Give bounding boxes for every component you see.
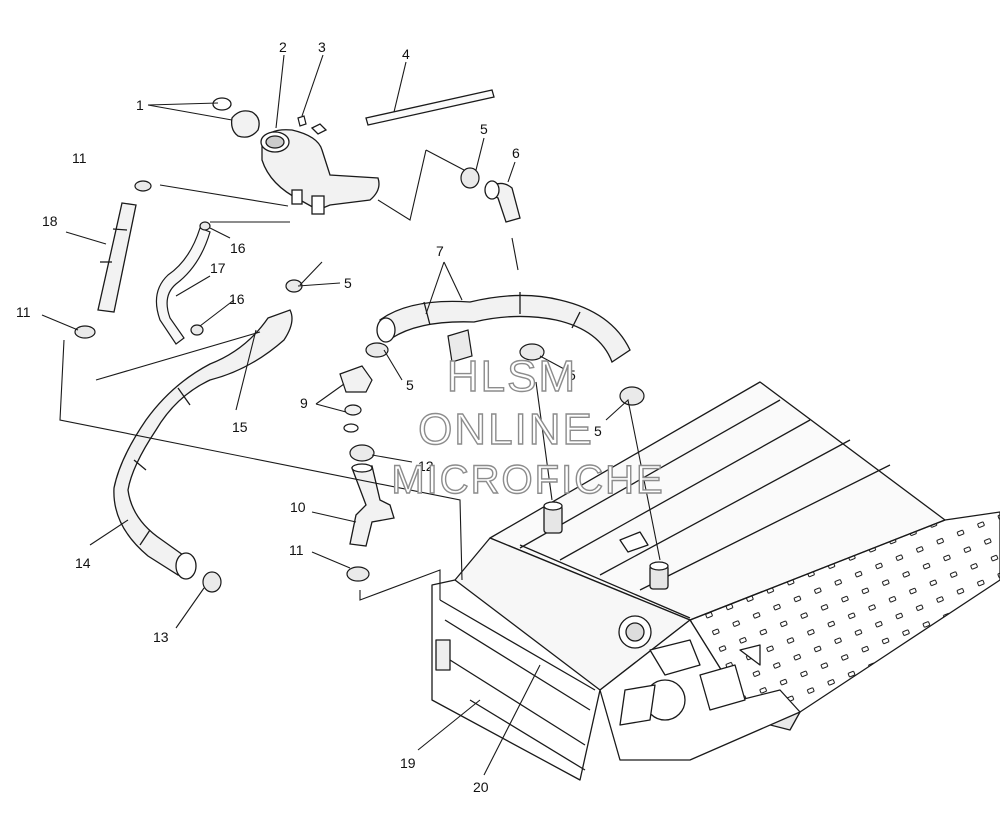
callout-18: 18 [42,213,58,229]
callout-1: 1 [136,97,144,113]
callout-19: 19 [400,755,416,771]
callout-10: 10 [290,499,306,515]
hose-7 [376,292,631,363]
callout-5a: 5 [480,121,488,137]
side-plate [599,619,801,761]
bracket [447,329,473,363]
callout-11a: 11 [72,150,87,166]
clamp-5-top [460,167,480,189]
pressure-cap [212,97,260,138]
front-cooler-panel [431,579,601,781]
clamp-5-right [519,343,545,361]
clamps [74,167,645,593]
leader-lines [41,54,661,776]
callout-16a: 16 [230,240,246,256]
callout-5c: 5 [406,377,414,393]
bolt-3 [297,115,307,127]
clamp-5-center [365,342,389,358]
callout-15: 15 [232,419,248,435]
hose-14-15 [113,309,293,580]
callout-6: 6 [512,145,520,161]
callout-labels: 1 2 3 4 5 6 11 18 16 7 17 5 16 11 5 5 9 … [16,39,602,795]
clamp-11-top [134,180,152,192]
callout-17: 17 [210,260,226,276]
clamp-12 [349,444,375,462]
hose-18 [97,202,137,313]
callout-11b: 11 [16,304,31,320]
callout-16b: 16 [229,291,245,307]
callout-2: 2 [279,39,287,55]
hose-6 [484,180,521,223]
clamp-16-top [199,221,211,231]
callout-7: 7 [436,243,444,259]
callout-4: 4 [402,46,410,62]
callout-3: 3 [318,39,326,55]
clamp-16-mid [190,324,204,336]
clamp-5-far [619,386,645,406]
callout-20: 20 [473,779,489,795]
callout-14: 14 [75,555,91,571]
clamp-13 [202,571,222,593]
callout-12: 12 [418,458,434,474]
clamp-11-left [74,325,96,339]
clamp-11-bottom [346,566,370,582]
chassis-tunnel [431,381,1000,781]
elbow-10 [349,463,395,547]
thermostat-housing-9 [339,365,373,433]
coolant-reservoir [260,123,380,215]
callout-9: 9 [300,395,308,411]
callout-5b: 5 [344,275,352,291]
hose-17 [155,227,211,345]
callout-11c: 11 [289,542,304,558]
overflow-tube-4 [365,89,495,126]
callout-13: 13 [153,629,169,645]
callout-5d: 5 [568,367,576,383]
callout-5e: 5 [594,423,602,439]
